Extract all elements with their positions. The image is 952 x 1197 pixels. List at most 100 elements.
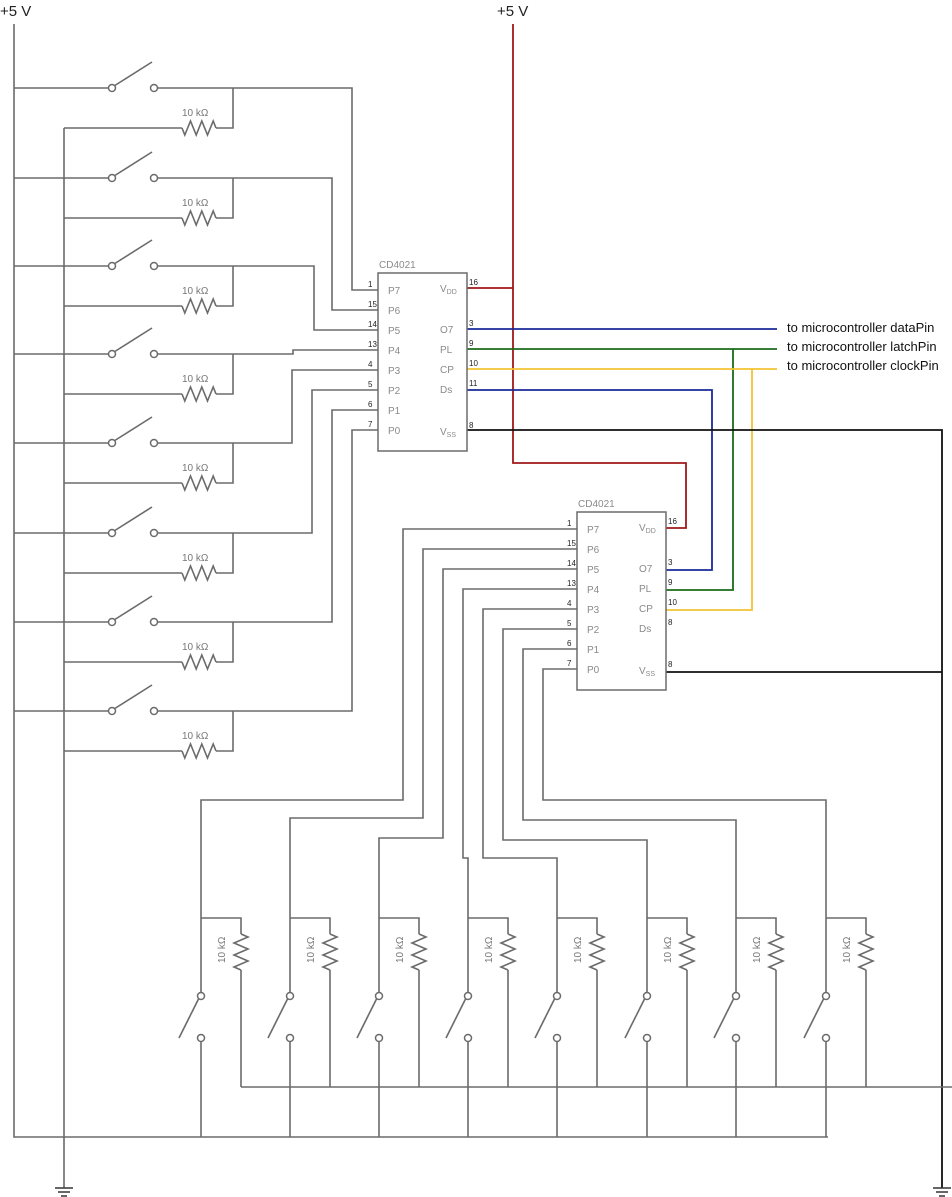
switch-contact bbox=[196, 991, 206, 1001]
resistor-lead bbox=[216, 266, 234, 307]
resistor-lead bbox=[290, 917, 331, 934]
chip-1: CD4021 P71P615P514P413P34P25P16P07VDD16O… bbox=[368, 260, 478, 452]
input-switch-10: 10 kΩ bbox=[267, 548, 577, 1137]
pin-number: 6 bbox=[368, 400, 373, 409]
pin-number: 7 bbox=[567, 659, 572, 668]
input-switch-3: 10 kΩ bbox=[14, 239, 378, 331]
resistor-zigzag bbox=[181, 384, 217, 404]
pin-number: 8 bbox=[668, 660, 673, 669]
input-switch-6: 10 kΩ bbox=[14, 389, 378, 583]
input-route bbox=[233, 87, 378, 291]
vss-line bbox=[467, 429, 943, 1188]
pin-label-p7: P7 bbox=[388, 286, 401, 297]
input-route bbox=[233, 265, 378, 331]
resistor-label: 10 kΩ bbox=[182, 642, 209, 653]
pin-label-ds: Ds bbox=[440, 385, 452, 396]
pin-number: 10 bbox=[668, 598, 677, 607]
switch-lever bbox=[113, 327, 153, 353]
input-switch-11: 10 kΩ bbox=[356, 568, 577, 1137]
input-route bbox=[502, 628, 648, 992]
data-pin-label: to microcontroller dataPin bbox=[787, 320, 934, 335]
pin-label-o7: O7 bbox=[639, 564, 653, 575]
left-ground-symbol bbox=[55, 1187, 73, 1197]
switch-lever bbox=[178, 997, 200, 1039]
resistor-label: 10 kΩ bbox=[663, 936, 674, 963]
resistor-lead bbox=[216, 354, 234, 395]
switch-contact bbox=[107, 438, 117, 448]
switch-contact bbox=[463, 1033, 473, 1043]
pin-label-p6: P6 bbox=[388, 306, 401, 317]
switch-contact bbox=[285, 1033, 295, 1043]
resistor-label: 10 kΩ bbox=[182, 286, 209, 297]
resistor-label: 10 kΩ bbox=[217, 936, 228, 963]
switch-contact bbox=[821, 1033, 831, 1043]
pin-number: 15 bbox=[567, 539, 576, 548]
switch-contact bbox=[374, 991, 384, 1001]
switch-contact bbox=[149, 706, 159, 716]
pin-label-p3: P3 bbox=[587, 605, 600, 616]
resistor-zigzag bbox=[498, 933, 518, 971]
pin-label-p3: P3 bbox=[388, 366, 401, 377]
pin-label-p2: P2 bbox=[587, 625, 600, 636]
switch-contact bbox=[731, 1033, 741, 1043]
pin-number: 4 bbox=[567, 599, 572, 608]
pin-label-p6: P6 bbox=[587, 545, 600, 556]
pin-number: 10 bbox=[469, 359, 478, 368]
resistor-lead bbox=[201, 917, 242, 934]
pin-number: 6 bbox=[567, 639, 572, 648]
resistor-zigzag bbox=[587, 933, 607, 971]
resistor-label: 10 kΩ bbox=[182, 731, 209, 742]
latch-pin-label: to microcontroller latchPin bbox=[787, 339, 937, 354]
input-route bbox=[233, 349, 378, 355]
switch-lever bbox=[534, 997, 556, 1039]
resistor-label: 10 kΩ bbox=[182, 463, 209, 474]
vdd-wire bbox=[512, 24, 687, 529]
pin-label-cp: CP bbox=[639, 604, 653, 615]
input-switch-2: 10 kΩ bbox=[14, 151, 378, 311]
pin-label-p1: P1 bbox=[587, 645, 600, 656]
pin-number: 3 bbox=[469, 319, 474, 328]
pin-number: 7 bbox=[368, 420, 373, 429]
switch-contact bbox=[731, 991, 741, 1001]
switch-contact bbox=[374, 1033, 384, 1043]
input-switch-9: 10 kΩ bbox=[178, 528, 577, 1137]
pin-label-p0: P0 bbox=[388, 426, 401, 437]
latch-line bbox=[666, 349, 734, 591]
input-switch-14: 10 kΩ bbox=[502, 628, 697, 1137]
resistor-lead bbox=[216, 533, 234, 574]
switch-lever bbox=[267, 997, 289, 1039]
pin-label-cp: CP bbox=[440, 365, 454, 376]
switch-contact bbox=[107, 528, 117, 538]
resistor-lead bbox=[468, 917, 509, 934]
resistor-label: 10 kΩ bbox=[306, 936, 317, 963]
resistor-lead bbox=[216, 178, 234, 219]
switch-contact bbox=[107, 617, 117, 627]
resistor-label: 10 kΩ bbox=[182, 374, 209, 385]
switch-contact bbox=[107, 261, 117, 271]
pin-number: 1 bbox=[567, 519, 572, 528]
input-route bbox=[462, 588, 577, 992]
switch-contact bbox=[642, 991, 652, 1001]
pin-number: 5 bbox=[368, 380, 373, 389]
resistor-lead bbox=[216, 443, 234, 484]
pin-number: 16 bbox=[668, 517, 677, 526]
switch-lever bbox=[113, 239, 153, 265]
pin-number: 8 bbox=[668, 618, 673, 627]
components: 10 kΩ 10 kΩ 10 kΩ 10 kΩ 10 kΩ 10 kΩ 10 kΩ 10 kΩ… bbox=[14, 61, 951, 1197]
serial-chain-line bbox=[467, 389, 713, 571]
resistor-label: 10 kΩ bbox=[484, 936, 495, 963]
right-ground-symbol bbox=[933, 1187, 951, 1197]
resistor-lead bbox=[826, 917, 867, 934]
resistor-zigzag bbox=[231, 933, 251, 971]
resistor-lead bbox=[379, 917, 420, 934]
pin-label-p1: P1 bbox=[388, 406, 401, 417]
switch-contact bbox=[107, 349, 117, 359]
resistor-label: 10 kΩ bbox=[573, 936, 584, 963]
pin-number: 9 bbox=[469, 339, 474, 348]
pin-number: 9 bbox=[668, 578, 673, 587]
wiring bbox=[13, 24, 952, 1188]
switch-contact bbox=[552, 991, 562, 1001]
switch-lever bbox=[713, 997, 735, 1039]
switch-contact bbox=[107, 173, 117, 183]
